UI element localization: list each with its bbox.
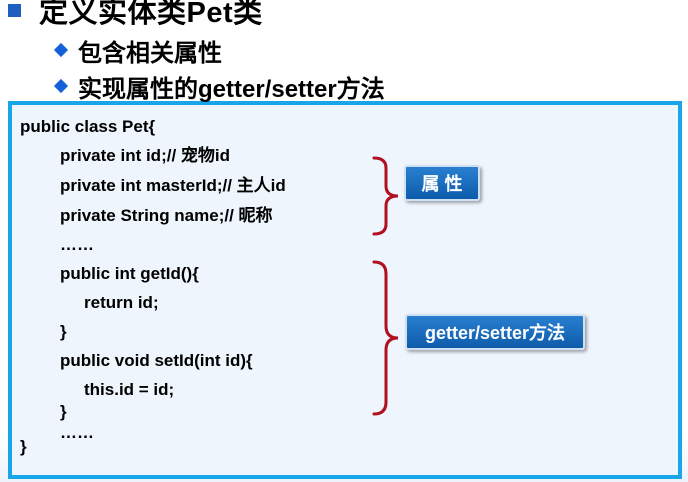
bullet-text: 包含相关属性 bbox=[78, 39, 222, 67]
code-line-return: return id; bbox=[84, 293, 159, 312]
code-line-getid-signature: public int getId(){ bbox=[60, 264, 199, 283]
code-line-field-id: private int id;// 宠物id bbox=[60, 146, 231, 165]
bullet-text: 实现属性的getter/setter方法 bbox=[78, 75, 385, 103]
attributes-callout: 属 性 bbox=[404, 165, 480, 201]
code-line-ellipsis-2: …… bbox=[60, 423, 94, 442]
attributes-brace-icon bbox=[372, 156, 399, 236]
code-line-class-decl: public class Pet{ bbox=[20, 117, 156, 136]
square-bullet-icon bbox=[8, 3, 21, 17]
code-block: public class Pet{ private int id;// 宠物id… bbox=[8, 101, 682, 479]
slide-heading: 定义实体类Pet类 bbox=[0, 0, 263, 30]
code-line-class-close: } bbox=[20, 437, 27, 456]
methods-brace-icon bbox=[372, 260, 399, 416]
code-line-setid-signature: public void setId(int id){ bbox=[60, 351, 253, 370]
code-line-assign: this.id = id; bbox=[84, 380, 175, 399]
diamond-bullet-icon bbox=[53, 78, 69, 94]
code-line-field-masterid: private int masterId;// 主人id bbox=[60, 176, 286, 195]
code-line-ellipsis: …… bbox=[60, 235, 94, 254]
bullet-item-attributes: 包含相关属性 bbox=[0, 34, 222, 67]
code-line-field-name: private String name;// 昵称 bbox=[60, 206, 273, 225]
slide-title: 定义实体类Pet类 bbox=[39, 0, 263, 29]
bullet-item-getter-setter: 实现属性的getter/setter方法 bbox=[0, 70, 385, 103]
methods-callout: getter/setter方法 bbox=[405, 314, 585, 350]
diamond-bullet-icon bbox=[53, 42, 69, 58]
code-line-close-getid: } bbox=[60, 322, 67, 341]
code-line-close-setid: } bbox=[60, 402, 67, 421]
